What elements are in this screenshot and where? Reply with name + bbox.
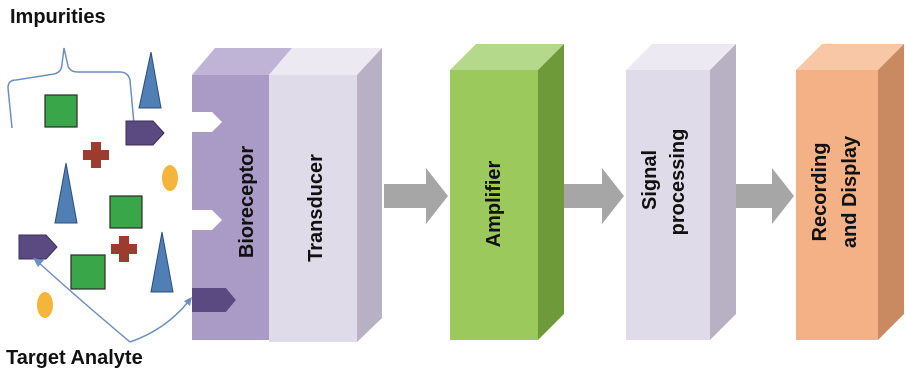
flow-arrow (384, 168, 448, 224)
flow-arrow (564, 168, 624, 224)
amplifier-block (450, 44, 564, 340)
signal-processing-front-face (626, 70, 710, 340)
recording-display-front-face (796, 70, 878, 340)
amplifier-front-face (450, 70, 538, 340)
impurity-square (109, 195, 143, 229)
analyte-pointer-line (129, 301, 189, 343)
impurity-square (70, 254, 106, 290)
impurity-triangle (150, 231, 174, 293)
amplifier-side-face (538, 44, 564, 340)
signal-processing-block (626, 44, 736, 340)
impurities-label: Impurities (10, 6, 106, 28)
flow-arrow (736, 168, 794, 224)
bioreceptor-label: Bioreceptor (236, 146, 258, 258)
recording-display-top-face (796, 44, 904, 70)
bioreceptor-top-face (192, 48, 292, 75)
target-analyte-label: Target Analyte (6, 347, 143, 369)
recording-display-label-line2: and Display (839, 135, 861, 248)
recording-display-label-line1: Recording (809, 143, 831, 242)
impurities-bracket (7, 47, 135, 129)
signal-processing-side-face (710, 44, 736, 340)
transducer-block (269, 48, 382, 342)
signal-processing-top-face (626, 44, 736, 70)
transducer-front-face (269, 75, 357, 342)
target-analyte (18, 234, 58, 260)
transducer-top-face (269, 48, 382, 75)
transducer-label: Transducer (305, 154, 327, 262)
analyte-pointer-arrowhead (33, 258, 44, 267)
impurity-square (44, 94, 78, 128)
recording-display-side-face (878, 44, 904, 340)
impurity-oval (162, 165, 178, 191)
analyte-pointer-arrowhead (184, 297, 192, 306)
signal-processing-label-line1: Signal (639, 150, 661, 210)
bound-target-analyte (192, 288, 236, 312)
amplifier-label: Amplifier (483, 160, 505, 247)
recording-display-block (796, 44, 904, 340)
impurity-cross (83, 142, 109, 168)
bioreceptor-block (192, 48, 292, 340)
amplifier-top-face (450, 44, 564, 70)
impurity-oval (37, 292, 53, 318)
target-analyte (125, 120, 165, 146)
analyte-pointer-line (37, 261, 131, 343)
impurity-triangle (138, 51, 162, 109)
bioreceptor-front-face (192, 75, 269, 340)
signal-processing-label-line2: processing (667, 129, 689, 236)
impurity-cross (111, 236, 137, 262)
transducer-side-face (357, 48, 382, 342)
impurity-triangle (54, 162, 78, 224)
